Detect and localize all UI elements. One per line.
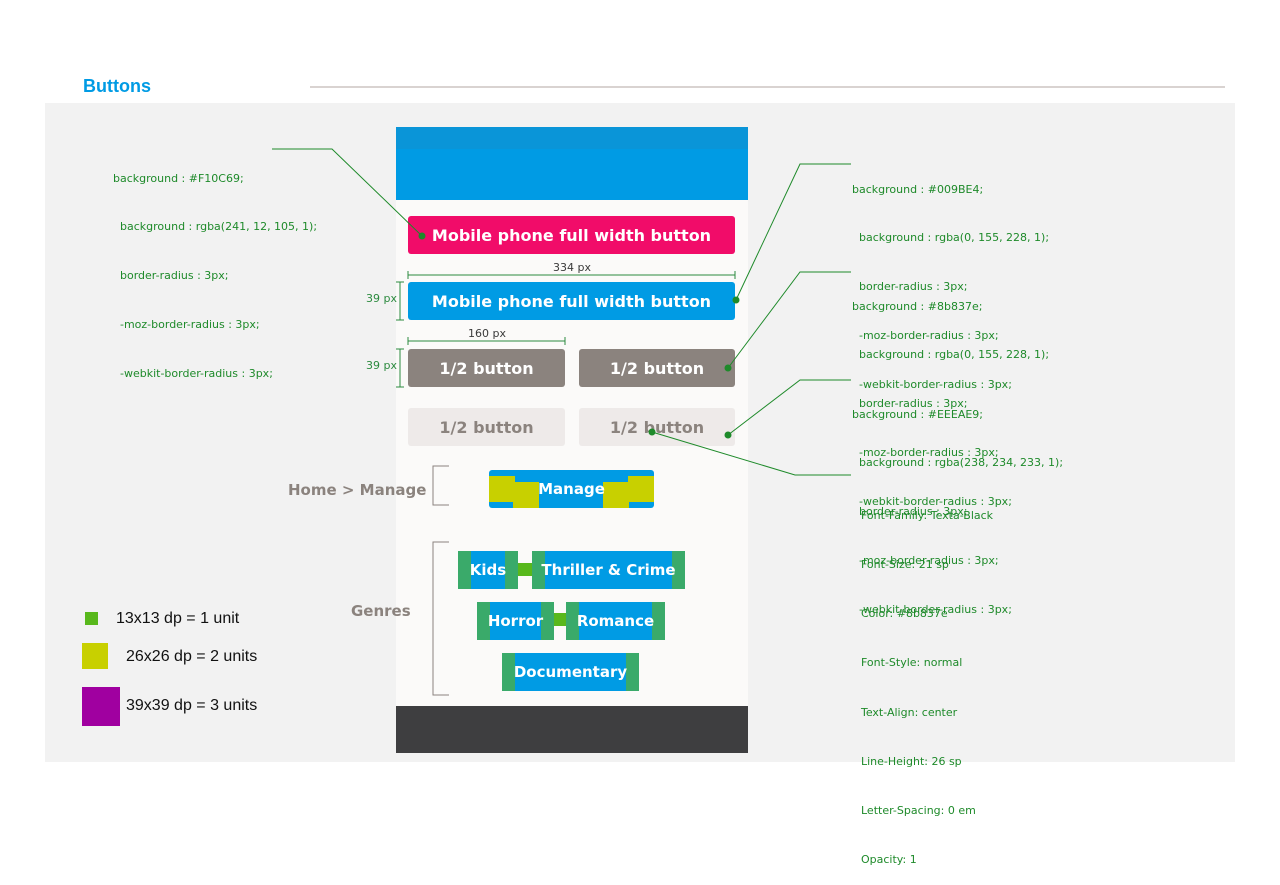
spacing-pad <box>626 653 639 691</box>
note-line: background : rgba(0, 155, 228, 1); <box>852 231 1050 245</box>
spacing-unit-1 <box>518 563 532 576</box>
genres-label: Genres <box>351 602 411 620</box>
grey-css-note: background : #8b837e; background : rgba(… <box>852 266 1049 527</box>
spacing-pad <box>458 551 471 589</box>
unit-3-legend: 39x39 dp = 3 units <box>126 697 258 714</box>
annotation-lines <box>272 148 851 696</box>
note-line: background : rgba(238, 234, 233, 1); <box>852 456 1064 470</box>
note-line: background : #009BE4; <box>852 182 984 196</box>
phone-footer <box>396 706 748 753</box>
genre-tag-kids[interactable]: Kids <box>458 551 518 589</box>
height-dimension-1: 39 px <box>366 292 397 305</box>
full-width-pink-button[interactable]: Mobile phone full width button <box>408 216 735 254</box>
note-line: Line-Height: 26 sp <box>861 754 962 768</box>
note-line: background : rgba(241, 12, 105, 1); <box>113 220 318 234</box>
pink-css-note: background : #F10C69; background : rgba(… <box>113 138 317 399</box>
unit-1-legend: 13x13 dp = 1 unit <box>116 610 240 627</box>
spacing-unit-1 <box>554 613 566 626</box>
spacing-pad <box>652 602 665 640</box>
phone-status-bar <box>396 127 748 149</box>
genre-tag-documentary[interactable]: Documentary <box>502 653 639 691</box>
unit-3-swatch <box>82 687 120 726</box>
genre-tag-romance[interactable]: Romance <box>566 602 665 640</box>
manage-button-label: Manage <box>538 480 605 498</box>
note-line: -moz-border-radius : 3px; <box>852 446 999 460</box>
genre-tag-horror[interactable]: Horror <box>477 602 554 640</box>
spacing-pad <box>502 653 515 691</box>
note-line: Text-Align: center <box>861 705 958 719</box>
note-line: Letter-Spacing: 0 em <box>861 804 976 818</box>
note-line: -webkit-border-radius : 3px; <box>852 378 1012 392</box>
note-line: background : rgba(0, 155, 228, 1); <box>852 348 1050 362</box>
note-line: -moz-border-radius : 3px; <box>852 554 999 568</box>
full-width-dimension: 334 px <box>553 261 591 274</box>
note-line: background : #EEEAE9; <box>852 407 984 421</box>
genre-tag-label: Documentary <box>513 663 628 681</box>
unit-2-swatch <box>82 643 108 669</box>
spacing-unit-2 <box>603 482 629 508</box>
half-light-button-right[interactable]: 1/2 button <box>579 408 735 446</box>
unit-2-legend: 26x26 dp = 2 units <box>126 648 258 665</box>
blue-css-note: background : #009BE4; background : rgba(… <box>852 149 1049 410</box>
note-line: Opacity: 1 <box>861 853 917 867</box>
note-line: border-radius : 3px; <box>113 269 229 283</box>
spacing-unit-2 <box>513 482 539 508</box>
spacing-pad <box>477 602 490 640</box>
unit-1-swatch <box>85 612 98 625</box>
half-light-button-left[interactable]: 1/2 button <box>408 408 565 446</box>
genre-tag-label: Romance <box>576 612 655 630</box>
breadcrumb-label: Home > Manage <box>288 481 427 499</box>
genre-tag-thriller[interactable]: Thriller & Crime <box>532 551 685 589</box>
note-line: border-radius : 3px; <box>852 280 968 294</box>
manage-button[interactable]: Manage <box>489 470 654 508</box>
note-line: -webkit-border-radius : 3px; <box>852 603 1012 617</box>
spacing-pad <box>566 602 579 640</box>
half-width-dimension: 160 px <box>468 327 506 340</box>
note-line: background : #F10C69; <box>113 171 244 185</box>
note-line: -webkit-border-radius : 3px; <box>113 367 273 381</box>
note-line: Font-Size: 21 sp <box>861 558 949 572</box>
note-line: -moz-border-radius : 3px; <box>113 318 260 332</box>
font-spec-note: Font-Family: Texta-Black Font-Size: 21 s… <box>861 475 993 885</box>
note-line: background : #8b837e; <box>852 299 983 313</box>
genre-tag-label: Kids <box>469 561 507 579</box>
spacing-unit-2 <box>628 476 654 502</box>
spacing-pad <box>505 551 518 589</box>
note-line: Color: #8b837e <box>861 607 948 621</box>
half-dark-button-right[interactable]: 1/2 button <box>579 349 735 387</box>
height-dimension-2: 39 px <box>366 359 397 372</box>
section-title: Buttons <box>83 76 151 96</box>
note-line: -webkit-border-radius : 3px; <box>852 495 1012 509</box>
spacing-unit-2 <box>489 476 515 502</box>
spacing-pad <box>532 551 545 589</box>
title-divider <box>310 86 1225 88</box>
note-line: border-radius : 3px; <box>852 397 968 411</box>
genre-tag-label: Thriller & Crime <box>541 561 676 579</box>
spacing-pad <box>541 602 554 640</box>
genre-tag-label: Horror <box>487 612 544 630</box>
spacing-pad <box>672 551 685 589</box>
light-css-note: background : #EEEAE9; background : rgba(… <box>852 374 1063 635</box>
full-width-blue-button[interactable]: Mobile phone full width button <box>408 282 735 320</box>
half-dark-button-left[interactable]: 1/2 button <box>408 349 565 387</box>
note-line: Font-Style: normal <box>861 656 963 670</box>
note-line: Font-Family: Texta-Black <box>861 508 994 522</box>
note-line: -moz-border-radius : 3px; <box>852 329 999 343</box>
note-line: border-radius : 3px; <box>852 505 968 519</box>
